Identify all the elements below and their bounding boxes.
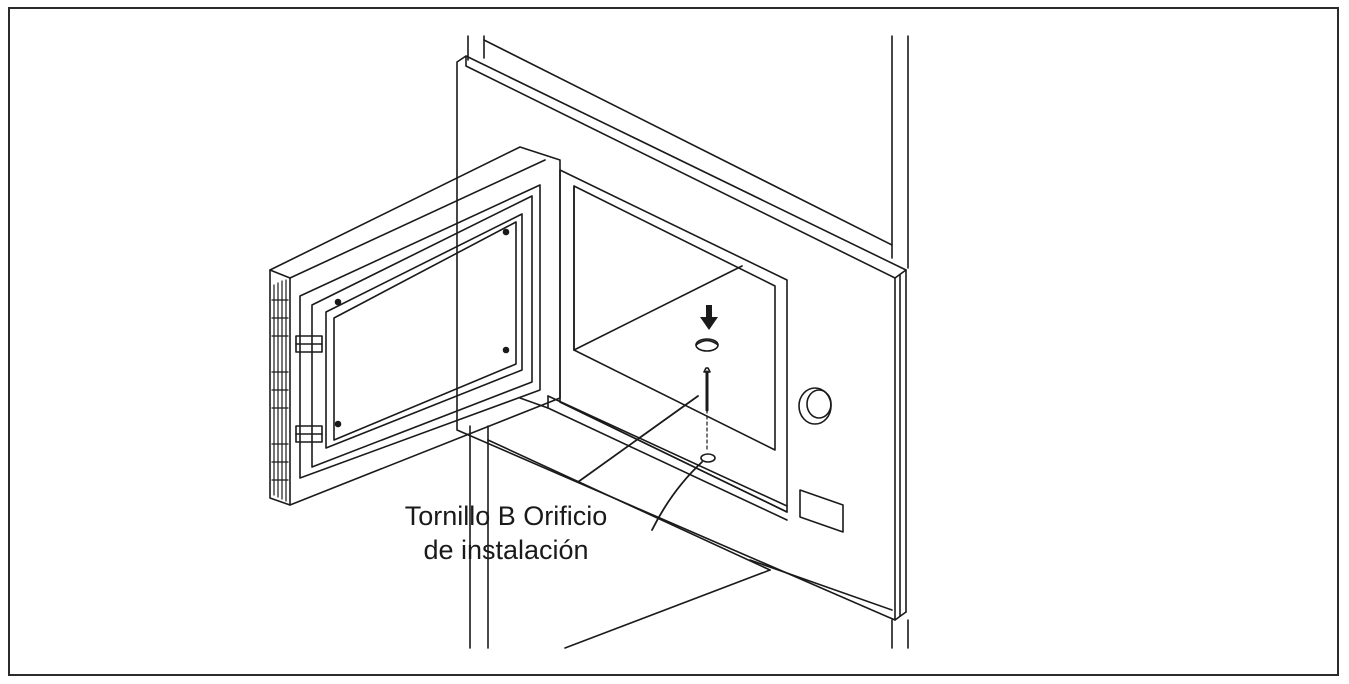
- callout-line-2: de instalación: [423, 535, 589, 565]
- screw-b: [703, 367, 711, 453]
- figure-frame: [8, 7, 1339, 676]
- callout-leader-lines: [577, 395, 703, 531]
- display-window: [799, 489, 844, 533]
- oven-frame: [456, 55, 907, 621]
- screw-cap: [695, 338, 719, 352]
- callout-line-1: Tornillo B Orificio: [404, 501, 608, 531]
- door-hook-lower: [295, 425, 323, 443]
- callout-label: Tornillo B Orificio de instalación: [346, 499, 666, 567]
- mounting-hole: [700, 453, 716, 463]
- oven-cavity: [519, 169, 788, 521]
- control-knob: [798, 387, 832, 425]
- oven-door: [269, 146, 561, 506]
- door-hook-upper: [295, 335, 323, 353]
- down-arrow-icon: [700, 305, 718, 330]
